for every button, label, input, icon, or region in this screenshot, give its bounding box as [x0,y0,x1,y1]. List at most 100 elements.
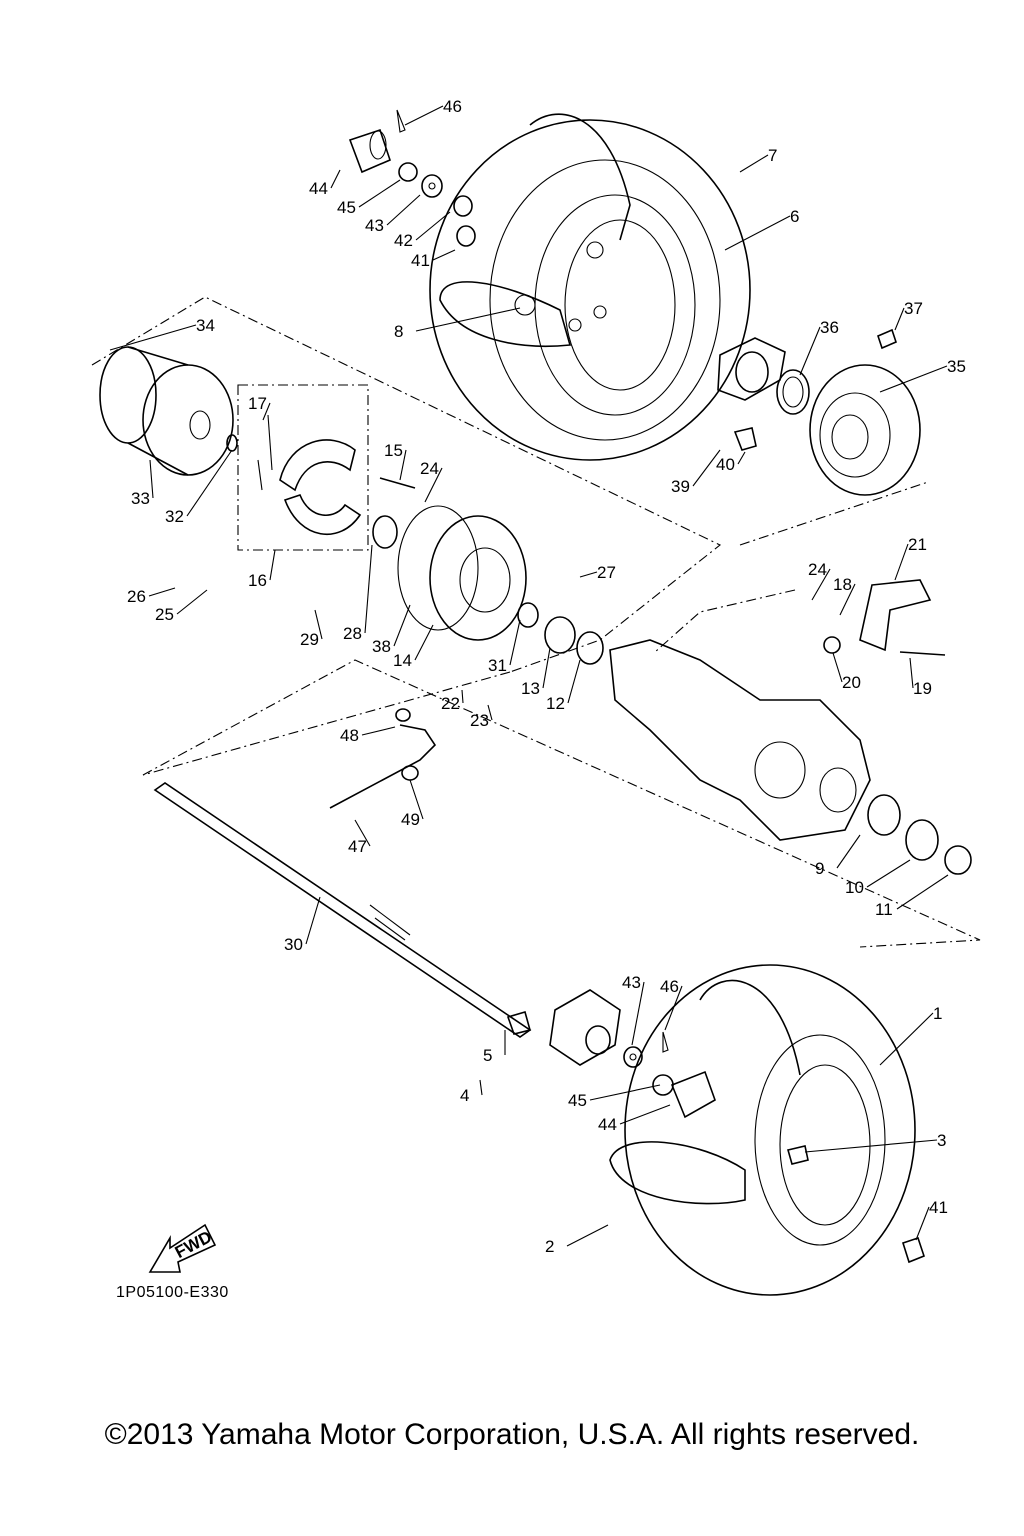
leader-line [409,779,424,820]
leader-line [909,657,914,689]
leader-line [109,324,197,351]
leader-line [399,449,407,481]
callout-number: 1 [933,1004,942,1023]
callout-number: 12 [546,694,565,713]
leader-line [149,459,154,499]
leader-line [262,402,271,421]
lower-wheel [609,964,925,1296]
lower-hub [506,989,716,1119]
leader-line [567,659,581,704]
callout-number: 19 [913,679,932,698]
leader-line [724,215,791,251]
leader-line [361,726,396,736]
leader-line [386,194,421,226]
callout-number: 43 [365,216,384,235]
callout-number: 11 [875,900,893,919]
exploded-parts-diagram: FWD 467444543426413783436351715244033323… [91,97,981,1296]
callout-number: 47 [348,837,367,856]
leader-line [186,449,233,517]
leader-line [424,467,443,503]
callout-number: 13 [521,679,540,698]
leader-line [479,1079,483,1096]
leader-line [330,169,341,189]
leader-line [358,179,401,208]
callout-number: 30 [284,935,303,954]
leader-line [866,859,911,888]
leader-line [804,1139,938,1153]
leader-line [414,624,434,661]
callout-number: 39 [671,477,690,496]
callout-number: 38 [372,637,391,656]
brake-arm [823,579,946,656]
leader-line [915,1206,930,1241]
callout-number: 40 [716,455,735,474]
callout-number: 7 [768,146,777,165]
leader-line [305,896,321,945]
copyright-notice: ©2013 Yamaha Motor Corporation, U.S.A. A… [104,1418,920,1451]
leader-line [509,619,521,666]
callout-number: 3 [937,1131,946,1150]
drawing-code: 1P05100-E330 [116,1284,229,1301]
leader-line [737,451,746,465]
axle-shaft [153,782,532,1038]
callout-number: 9 [815,859,824,878]
callout-number: 10 [845,878,864,897]
upper-fasteners [348,109,476,247]
callout-number: 5 [483,1046,492,1065]
callout-number: 17 [248,394,267,413]
callout-number: 36 [820,318,839,337]
leader-line [176,589,208,615]
callout-number: 16 [248,571,267,590]
callout-number: 35 [947,357,966,376]
callout-number: 18 [833,575,852,594]
callout-number: 46 [660,977,679,996]
callout-number: 15 [384,441,403,460]
callout-number: 46 [443,97,462,116]
callout-number: 28 [343,624,362,643]
leader-line [579,571,598,578]
vent-hose [329,708,437,809]
axle-housing [517,602,972,875]
callout-number: 44 [598,1115,617,1134]
leader-line [415,211,451,241]
callout-number: 26 [127,587,146,606]
callout-number: 49 [401,810,420,829]
callout-number: 37 [904,299,923,318]
callout-number: 24 [420,459,439,478]
leader-line [589,1084,661,1101]
upper-hub-and-drum [717,328,921,496]
upper-wheel [429,113,751,461]
callout-number: 22 [441,694,460,713]
leader-line [894,307,905,331]
leader-line [894,543,909,581]
leader-line [836,834,861,869]
callout-number: 2 [545,1237,554,1256]
leader-line [269,549,276,581]
leader-line [832,652,843,683]
leader-line [619,1104,671,1125]
leader-line [879,365,948,393]
callout-number: 27 [597,563,616,582]
callout-number: 25 [155,605,174,624]
leader-line [432,249,456,261]
callout-number: 42 [394,231,413,250]
leader-line [404,105,444,126]
leader-line [354,819,371,847]
leader-line [879,1012,934,1066]
callout-number: 45 [337,198,356,217]
leader-line [393,604,411,647]
leader-line [415,307,521,332]
leader-line [314,609,323,640]
callout-number: 45 [568,1091,587,1110]
callout-number: 8 [394,322,403,341]
leader-line [566,1224,609,1247]
callout-number: 21 [908,535,927,554]
brake-panel [372,477,527,641]
callout-number: 48 [340,726,359,745]
callout-number: 31 [488,656,507,675]
fwd-arrow: FWD [148,1223,217,1273]
leader-line [896,874,949,910]
leader-line [799,326,821,376]
leader-line [631,981,645,1046]
